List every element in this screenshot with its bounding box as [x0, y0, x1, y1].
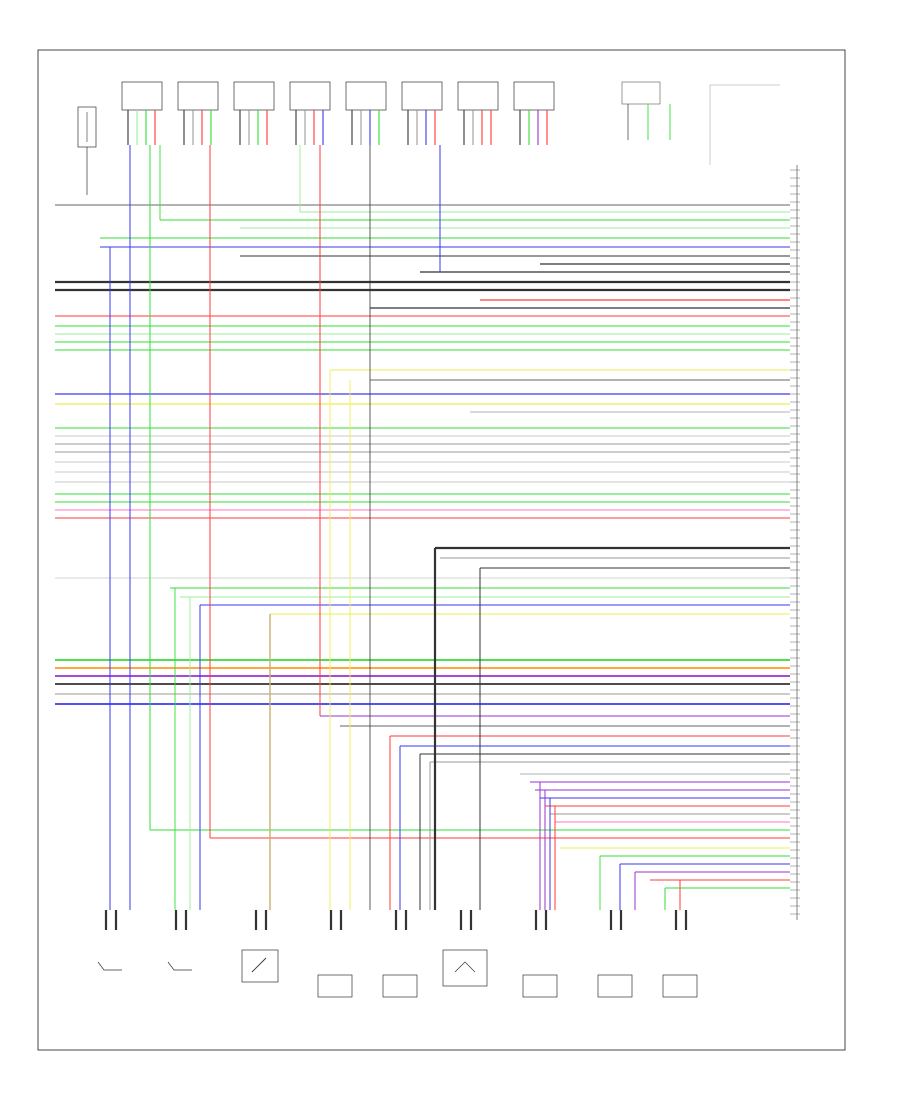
ignition-coil [513, 81, 555, 145]
ecm-connector [790, 165, 800, 920]
ignition-coil [457, 81, 499, 145]
relay-block [77, 106, 97, 195]
ignition-coil [121, 81, 163, 145]
bottom-components [97, 910, 698, 998]
actuator-icon [522, 910, 558, 998]
tps-icon [442, 910, 488, 987]
wire-harness [55, 145, 790, 910]
ignition-coil [345, 81, 387, 145]
vss-icon [662, 910, 698, 998]
ignition-coil [289, 81, 331, 145]
knock-sensor-icon [382, 910, 418, 998]
crank-sensor-icon [597, 910, 633, 998]
ignition-coil [233, 81, 275, 145]
knock-sensor-icon [317, 910, 353, 998]
ignition-coils [121, 81, 555, 145]
sensor-switch-icon [97, 910, 122, 971]
pressure-switch-icon [241, 910, 279, 983]
ignition-coil [177, 81, 219, 145]
diagram-border [37, 49, 846, 1051]
ignition-coil [401, 81, 443, 145]
top-right-switch [621, 81, 780, 165]
sensor-switch-icon [167, 910, 192, 971]
